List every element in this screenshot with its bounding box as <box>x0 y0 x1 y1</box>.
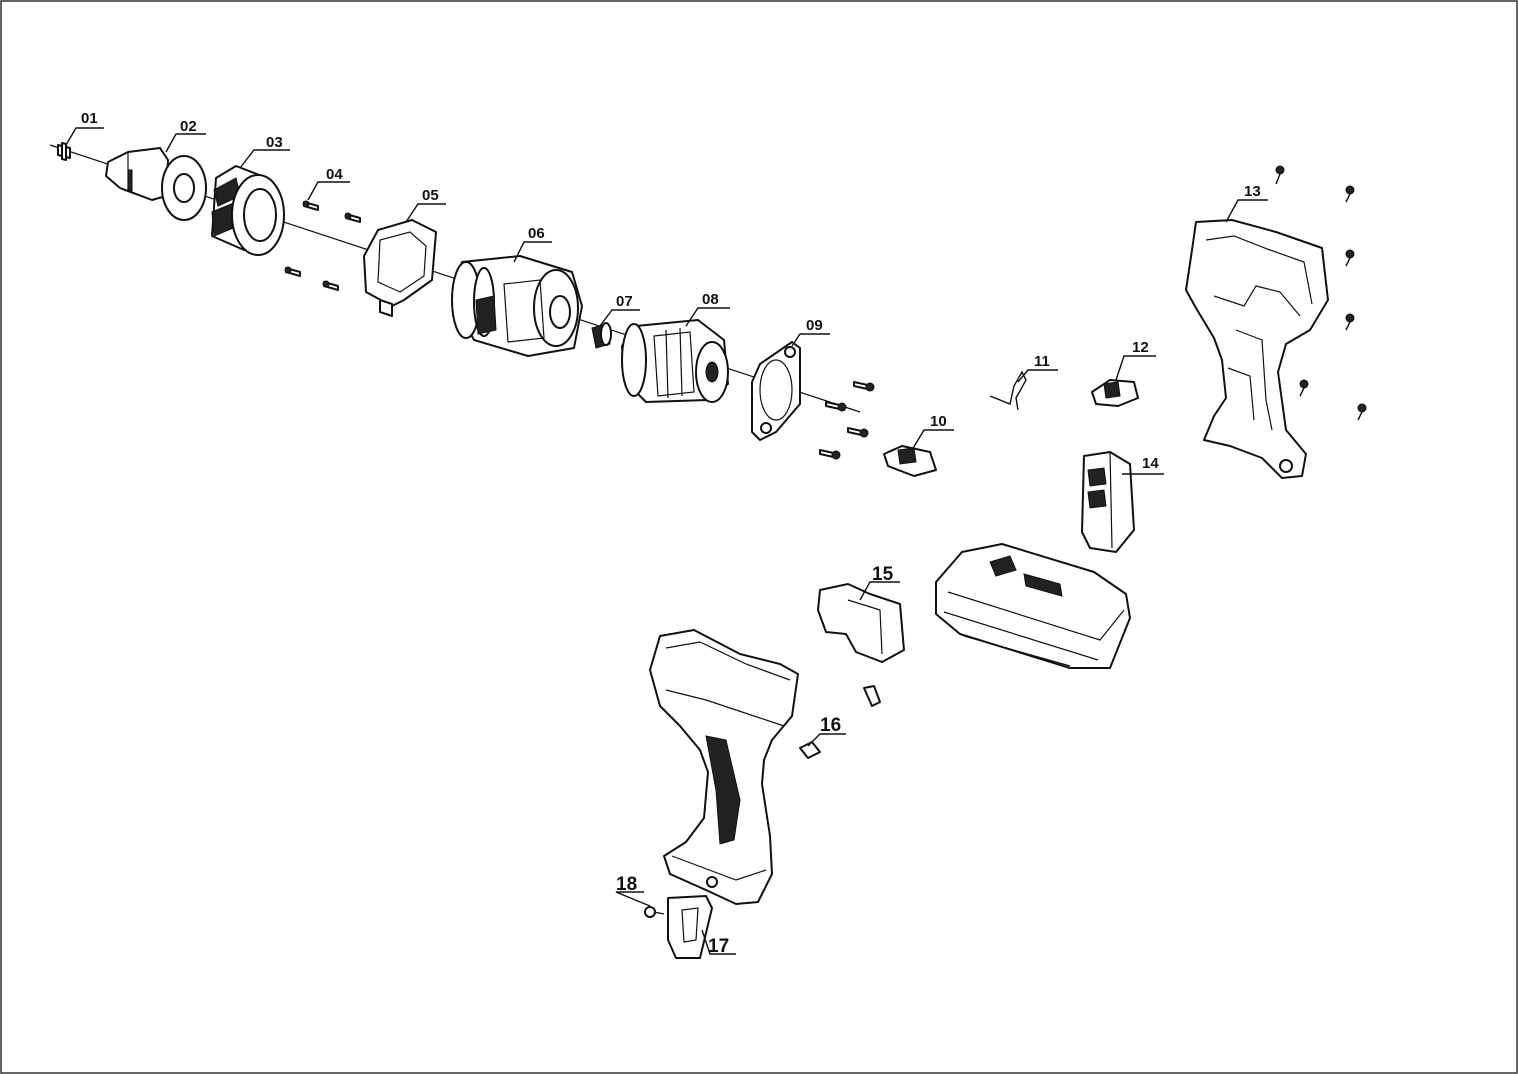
part-label-17: 17 <box>708 936 729 957</box>
screw-icon <box>284 200 361 291</box>
housing-half-icon <box>1185 219 1329 479</box>
part-label-08: 08 <box>702 291 719 308</box>
part-label-14: 14 <box>1142 455 1159 472</box>
part-label-11: 11 <box>1034 353 1050 370</box>
part-label-07: 07 <box>616 293 633 310</box>
motor-icon <box>621 319 729 403</box>
part-label-10: 10 <box>930 413 947 430</box>
part-label-06: 06 <box>528 225 545 242</box>
belt-clip-icon <box>667 895 713 959</box>
pinion-gear-icon <box>591 322 612 349</box>
motor-plate-icon <box>751 341 801 441</box>
drill-chuck-icon <box>105 147 207 221</box>
part-label-04: 04 <box>326 166 343 183</box>
spring-icon <box>989 370 1027 411</box>
gear-selector-icon <box>1091 379 1139 407</box>
part-label-03: 03 <box>266 134 283 151</box>
screw-icon <box>819 381 875 460</box>
gearbox-icon <box>451 255 583 357</box>
direction-switch-icon <box>883 445 937 477</box>
part-label-09: 09 <box>806 317 823 334</box>
part-label-12: 12 <box>1132 339 1149 356</box>
part-label-13: 13 <box>1244 183 1261 200</box>
battery-pack-icon <box>935 543 1131 669</box>
gearbox-cover-icon <box>363 219 437 317</box>
part-label-18: 18 <box>616 874 637 895</box>
part-label-01: 01 <box>81 110 98 127</box>
battery-terminal-icon <box>1081 451 1135 553</box>
torque-ring-icon <box>211 165 285 256</box>
screw-icon <box>1275 165 1367 421</box>
chuck-screw-icon <box>57 142 71 161</box>
part-label-15: 15 <box>872 564 894 585</box>
callout-leaders <box>65 127 1268 955</box>
part-label-05: 05 <box>422 187 439 204</box>
housing-half-icon <box>649 629 799 905</box>
trigger-switch-icon <box>817 583 905 707</box>
part-label-02: 02 <box>180 118 197 135</box>
led-lamp-icon <box>799 741 821 759</box>
clip-screw-icon <box>644 906 665 918</box>
part-label-16: 16 <box>820 715 841 736</box>
